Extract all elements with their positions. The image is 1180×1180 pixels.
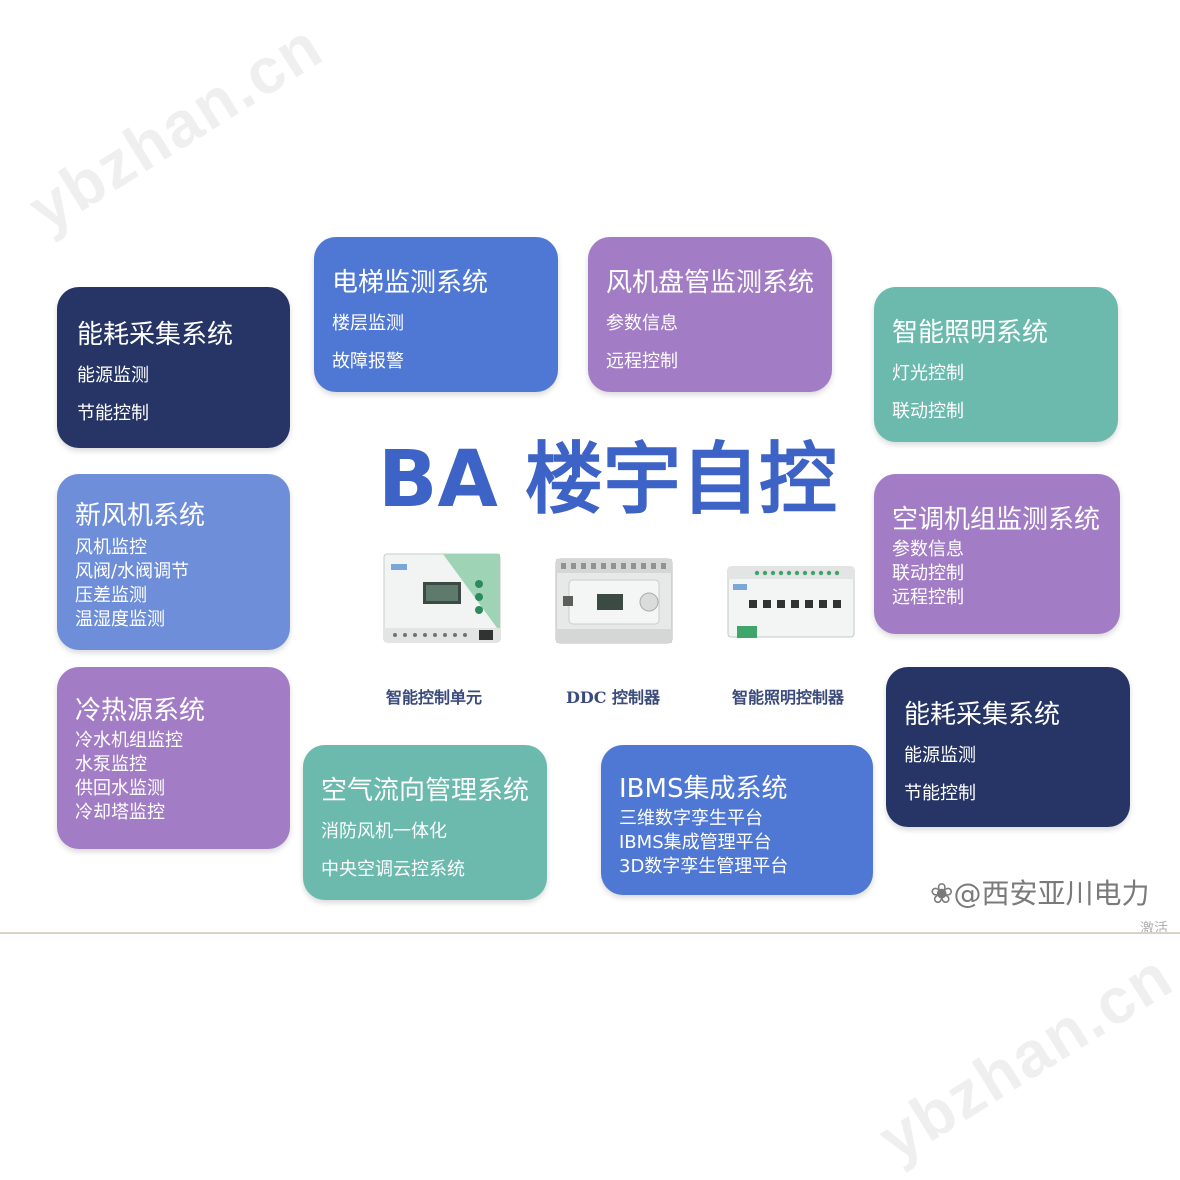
card-item: 风阀/水阀调节 [75, 561, 190, 582]
card-energy-collection-right: 能耗采集系统 能源监测 节能控制 [886, 667, 1130, 827]
card-title: 智能照明系统 [892, 318, 1049, 348]
card-item: 节能控制 [77, 403, 149, 424]
card-cold-heat-source: 冷热源系统 冷水机组监控 水泵监控 供回水监测 冷却塔监控 [57, 667, 290, 849]
divider [0, 932, 1180, 934]
card-item: 联动控制 [892, 401, 964, 422]
card-smart-lighting: 智能照明系统 灯光控制 联动控制 [874, 287, 1118, 442]
card-item: 楼层监测 [332, 313, 404, 334]
card-title: 空调机组监测系统 [892, 505, 1101, 535]
card-item: 参数信息 [606, 313, 678, 334]
card-title: 空气流向管理系统 [321, 776, 530, 806]
card-title: 电梯监测系统 [332, 268, 489, 298]
card-item: 能源监测 [77, 365, 149, 386]
card-item: 中央空调云控系统 [321, 859, 465, 880]
controller-unit-icon [383, 552, 501, 644]
card-item: 灯光控制 [892, 363, 964, 384]
main-title: BA 楼宇自控 [378, 435, 837, 525]
activate-text: 激活 [1140, 921, 1168, 937]
card-ibms-integration: IBMS集成系统 三维数字孪生平台 IBMS集成管理平台 3D数字孪生管理平台 [601, 745, 873, 895]
card-item: 故障报警 [332, 351, 404, 372]
card-ahu-monitoring: 空调机组监测系统 参数信息 联动控制 远程控制 [874, 474, 1120, 634]
card-item: 消防风机一体化 [321, 821, 447, 842]
card-item: 参数信息 [892, 539, 964, 560]
card-item: 冷却塔监控 [75, 802, 165, 823]
credit-text: ❀@西安亚川电力 [930, 872, 1149, 912]
card-item: 温湿度监测 [75, 609, 165, 630]
device-label: DDC 控制器 [566, 688, 661, 707]
card-item: 冷水机组监控 [75, 730, 183, 751]
card-item: 远程控制 [606, 351, 678, 372]
card-item: 节能控制 [904, 783, 976, 804]
credit-label: @西安亚川电力 [953, 877, 1150, 910]
card-item: 供回水监测 [75, 778, 165, 799]
card-title: 能耗采集系统 [904, 700, 1061, 730]
card-item: 联动控制 [892, 563, 964, 584]
device-label: 智能控制单元 [386, 688, 483, 707]
card-item: IBMS集成管理平台 [619, 832, 772, 853]
card-airflow-management: 空气流向管理系统 消防风机一体化 中央空调云控系统 [303, 745, 547, 900]
watermark: ybzhan.cn [16, 8, 335, 246]
card-title: 风机盘管监测系统 [606, 268, 815, 298]
card-title: 冷热源系统 [75, 696, 206, 726]
paw-icon: ❀ [930, 877, 954, 910]
card-elevator-monitoring: 电梯监测系统 楼层监测 故障报警 [314, 237, 558, 392]
card-title: 能耗采集系统 [77, 320, 234, 350]
card-title: IBMS集成系统 [619, 774, 788, 804]
card-energy-collection-left: 能耗采集系统 能源监测 节能控制 [57, 287, 290, 448]
card-item: 压差监测 [75, 585, 147, 606]
card-item: 能源监测 [904, 745, 976, 766]
card-item: 三维数字孪生平台 [619, 808, 763, 829]
card-title: 新风机系统 [75, 501, 206, 531]
watermark: ybzhan.cn [866, 938, 1180, 1176]
lighting-controller-icon [727, 566, 855, 644]
card-item: 水泵监控 [75, 754, 147, 775]
card-fresh-air-system: 新风机系统 风机监控 风阀/水阀调节 压差监测 温湿度监测 [57, 474, 290, 650]
ddc-controller-icon [555, 558, 673, 644]
card-item: 风机监控 [75, 537, 147, 558]
card-fan-coil-monitoring: 风机盘管监测系统 参数信息 远程控制 [588, 237, 832, 392]
card-item: 远程控制 [892, 587, 964, 608]
card-item: 3D数字孪生管理平台 [619, 856, 789, 877]
device-label: 智能照明控制器 [732, 688, 845, 707]
